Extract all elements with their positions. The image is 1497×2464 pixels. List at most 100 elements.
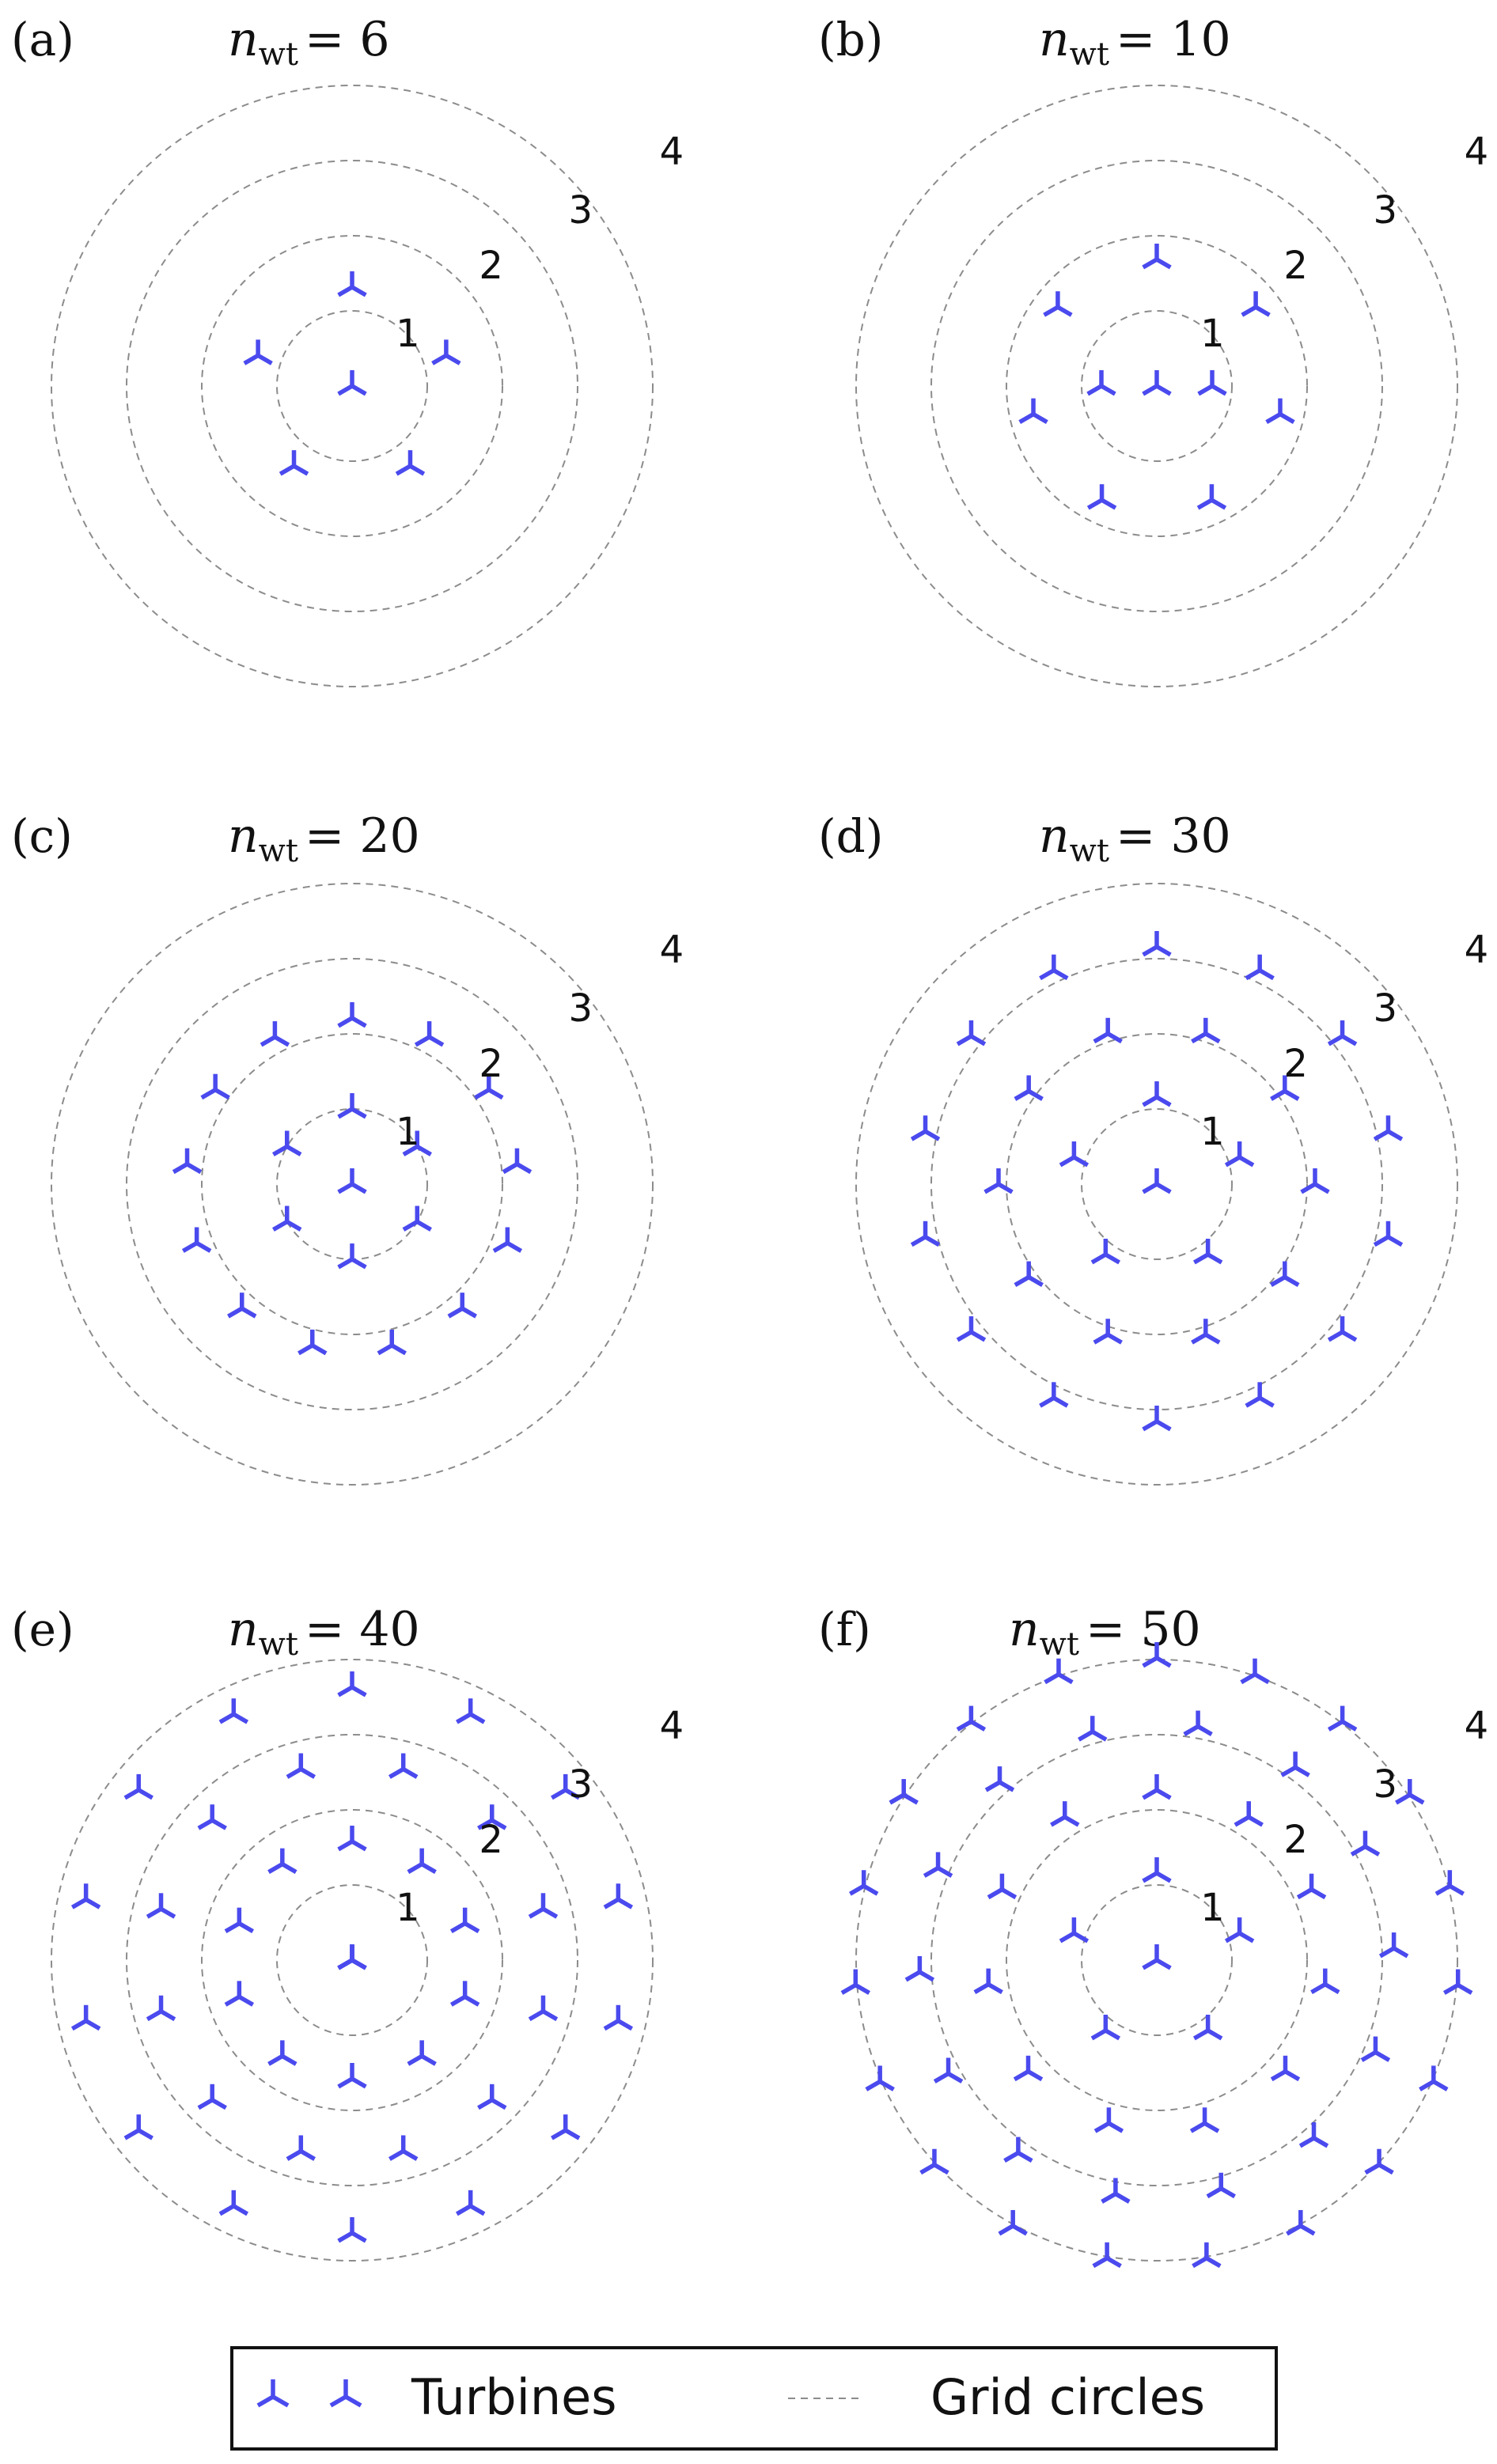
panel-label: (a) (11, 13, 74, 66)
turbine-icon (1286, 2209, 1316, 2236)
turbine-icon (1142, 1406, 1172, 1432)
turbine-icon (551, 1773, 581, 1800)
legend-turbines-label: Turbines (411, 2368, 617, 2426)
ring-label-4: 4 (660, 928, 684, 972)
turbine-icon (987, 1873, 1018, 1900)
turbine-icon (337, 1826, 367, 1852)
ring-label-3: 3 (1373, 188, 1397, 233)
turbine-icon (1240, 1658, 1270, 1685)
turbine-icon (923, 1852, 953, 1878)
turbine-icon (502, 1148, 532, 1175)
grid-circle-1 (1081, 1108, 1233, 1260)
turbine-icon (402, 1206, 432, 1232)
turbine-icon (414, 1021, 445, 1047)
ring-label-1: 1 (1200, 1886, 1225, 1930)
turbine-icon (956, 1316, 987, 1342)
turbine-icon (1142, 1168, 1172, 1194)
turbine-icon (603, 2004, 634, 2031)
turbine-icon (477, 1804, 507, 1830)
grid-circle-2 (1006, 235, 1308, 537)
turbine-icon (227, 1293, 257, 1319)
turbine-icon (267, 2040, 298, 2066)
turbine-icon (1378, 1932, 1409, 1959)
legend: Turbines Grid circles (230, 2346, 1278, 2451)
turbine-icon (603, 1883, 634, 1910)
turbine-icon (337, 1671, 367, 1698)
turbine-icon (848, 1870, 879, 1896)
grid-circle-3 (930, 1734, 1383, 2186)
turbine-icon (1014, 1075, 1044, 1101)
turbine-icon (1434, 1870, 1465, 1896)
ring-label-4: 4 (660, 130, 684, 174)
turbine-icon (1090, 2014, 1121, 2041)
turbine-icon (1206, 2172, 1236, 2199)
ring-label-3: 3 (568, 188, 593, 233)
ring-label-1: 1 (396, 1886, 420, 1930)
turbine-icon (1013, 2055, 1044, 2082)
panel-label: (c) (11, 809, 73, 863)
turbine-icon (933, 2057, 964, 2084)
turbine-icon (260, 1021, 290, 1047)
turbine-icon (449, 1981, 480, 2007)
turbine-icon (1191, 1017, 1221, 1044)
turbine-icon (1350, 1830, 1381, 1857)
turbine-icon (1241, 291, 1271, 317)
turbine-icon (447, 1293, 477, 1319)
grid-circle-1 (276, 310, 428, 462)
turbine-icon (1018, 398, 1048, 424)
turbine-icon (1142, 1081, 1172, 1107)
turbine-icon (889, 1779, 919, 1805)
ring-label-4: 4 (1465, 130, 1489, 174)
turbine-icon (1142, 1944, 1172, 1970)
turbine-icon (388, 2135, 419, 2161)
grid-circle-2 (201, 1033, 503, 1335)
turbine-icon (1300, 1168, 1330, 1194)
turbine-icon (1364, 2148, 1394, 2175)
turbine-icon (998, 2209, 1028, 2236)
turbine-icon (1224, 1141, 1255, 1168)
grid-circle-4 (51, 1659, 654, 2262)
ring-label-3: 3 (1373, 1762, 1397, 1807)
turbine-icon (1192, 1238, 1223, 1265)
turbine-icon (455, 2190, 486, 2216)
grid-circle-2 (201, 235, 503, 537)
turbine-count-title: nwt= 50 (1009, 1602, 1201, 1663)
turbine-icon (1197, 370, 1227, 396)
turbine-icon (337, 1944, 367, 1970)
turbine-icon (477, 2084, 507, 2110)
turbine-icon (1093, 1319, 1123, 1345)
turbine-icon (286, 2135, 316, 2161)
turbine-icon (70, 1883, 101, 1910)
grid-circle-1 (276, 1884, 428, 2036)
grid-circle-1 (1081, 1884, 1233, 2036)
turbine-icon (1059, 1141, 1090, 1168)
legend-box (230, 2346, 1278, 2451)
ring-label-3: 3 (568, 1762, 593, 1807)
turbine-icon (1265, 398, 1295, 424)
turbine-icon (910, 1221, 941, 1247)
turbine-icon (1270, 1261, 1300, 1287)
panel-label: (b) (818, 13, 883, 66)
turbine-icon (904, 1955, 935, 1982)
turbine-icon (337, 271, 367, 297)
turbine-icon (377, 1329, 407, 1356)
turbine-icon (1373, 1221, 1404, 1247)
turbine-icon (431, 339, 461, 365)
turbine-icon (337, 1243, 367, 1270)
turbine-icon (910, 1115, 941, 1141)
grid-circle-4 (855, 85, 1458, 687)
turbine-icon (1043, 291, 1073, 317)
ring-label-2: 2 (479, 1042, 503, 1086)
turbine-icon (1373, 1115, 1404, 1141)
turbine-icon (1296, 1873, 1327, 1900)
ring-label-4: 4 (1465, 1704, 1489, 1748)
turbine-icon (1044, 1658, 1074, 1685)
turbine-count-title: nwt= 10 (1039, 12, 1231, 73)
turbine-icon (197, 2084, 227, 2110)
